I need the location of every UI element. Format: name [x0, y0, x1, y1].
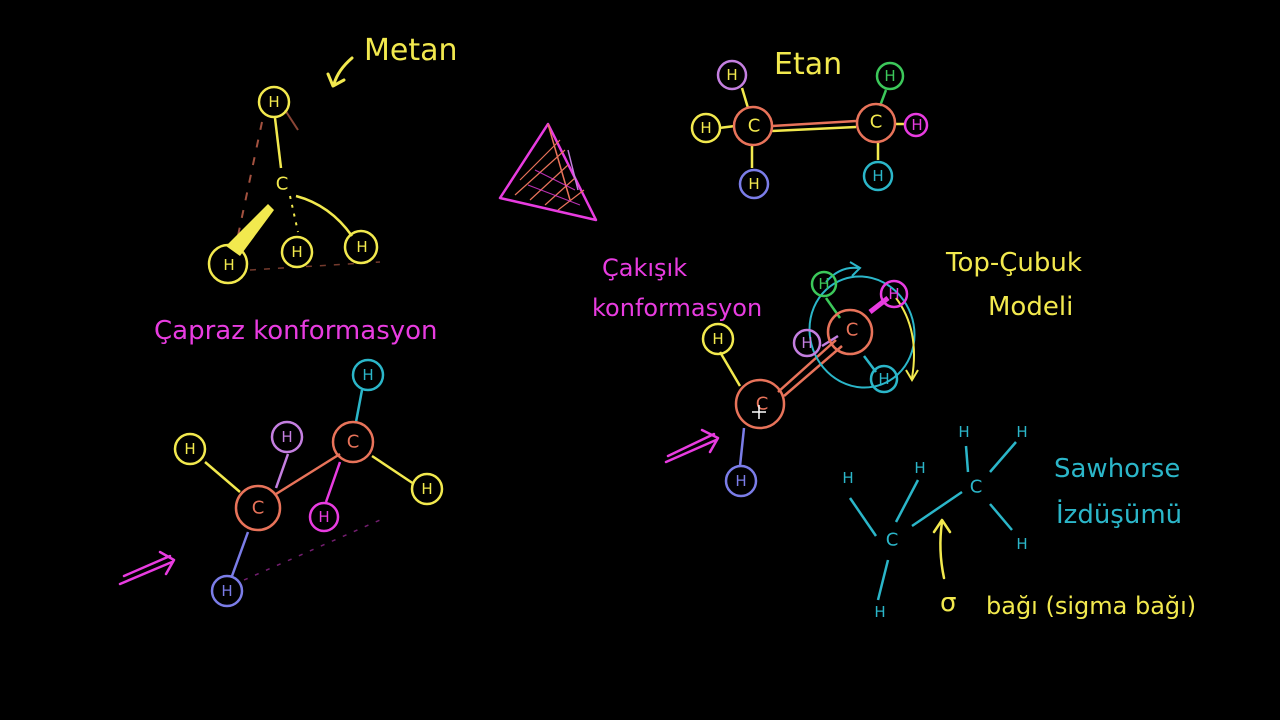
- cursor-icon: [752, 405, 766, 419]
- methane-h-top: H: [268, 93, 279, 111]
- sawhorse-label-line1: Sawhorse: [1054, 454, 1181, 484]
- eclipsed-label-line1: Çakışık: [602, 254, 688, 282]
- methane-h-front: H: [223, 256, 234, 274]
- sawhorse-carbon-back: C: [970, 477, 983, 498]
- staggered-h-2: H: [281, 428, 292, 446]
- ethane-h-1: H: [726, 66, 737, 84]
- metan-pointer-arrow: [332, 56, 354, 86]
- eclipsed-diagram: C C H H H H H H: [664, 261, 919, 498]
- ball-stick-label-line2: Modeli: [988, 292, 1074, 322]
- staggered-carbon-front: C: [252, 498, 265, 519]
- sigma-pointer-arrow: [932, 518, 952, 580]
- tetrahedron-sketch: [498, 122, 598, 222]
- sawhorse-label-line2: İzdüşümü: [1056, 500, 1183, 530]
- eclipsed-view-arrow: [664, 428, 720, 464]
- sigma-bond-label: bağı (sigma bağı): [986, 592, 1197, 620]
- sawhorse-h-6: H: [1016, 535, 1027, 553]
- staggered-h-5: H: [421, 480, 432, 498]
- sigma-symbol: σ: [940, 588, 957, 618]
- methane-diagram: H H H H C: [207, 56, 381, 285]
- eclipsed-h-1: H: [712, 330, 723, 348]
- eclipsed-h-5: H: [801, 334, 812, 352]
- staggered-h-6: H: [318, 508, 329, 526]
- staggered-carbon-back: C: [347, 432, 360, 453]
- eclipsed-carbon-back: C: [846, 320, 859, 341]
- eclipsed-h-2: H: [735, 472, 746, 490]
- ethane-h-5: H: [911, 116, 922, 134]
- ethane-carbon-right: C: [870, 112, 883, 133]
- eclipsed-h-4: H: [888, 285, 899, 303]
- etan-label: Etan: [774, 47, 843, 82]
- methane-h-right: H: [356, 238, 367, 256]
- eclipsed-label-line2: konformasyon: [592, 294, 763, 322]
- staggered-h-4: H: [362, 366, 373, 384]
- sawhorse-h-1: H: [842, 469, 853, 487]
- ethane-h-2: H: [700, 119, 711, 137]
- sawhorse-h-3: H: [874, 603, 885, 621]
- metan-label: Metan: [364, 33, 458, 68]
- ethane-h-4: H: [884, 67, 895, 85]
- staggered-view-arrow: [118, 550, 176, 586]
- sawhorse-carbon-front: C: [886, 530, 899, 551]
- sawhorse-h-5: H: [1016, 423, 1027, 441]
- ethane-h-6: H: [872, 167, 883, 185]
- eclipsed-h-6: H: [878, 370, 889, 388]
- sawhorse-h-2: H: [914, 459, 925, 477]
- staggered-diagram: C C H H H H H H: [118, 358, 444, 608]
- ethane-diagram: C C H H H H H H: [690, 59, 929, 200]
- ethane-h-3: H: [748, 175, 759, 193]
- staggered-h-3: H: [221, 582, 232, 600]
- eclipsed-h-3: H: [818, 275, 829, 293]
- staggered-h-1: H: [184, 440, 195, 458]
- staggered-label: Çapraz konformasyon: [154, 316, 438, 346]
- ethane-carbon-left: C: [748, 116, 761, 137]
- methane-h-back: H: [291, 243, 302, 261]
- methane-carbon: C: [276, 174, 289, 195]
- sawhorse-diagram: C C H H H H H H: [842, 423, 1027, 621]
- ball-stick-label-line1: Top-Çubuk: [946, 248, 1082, 278]
- sawhorse-h-4: H: [958, 423, 969, 441]
